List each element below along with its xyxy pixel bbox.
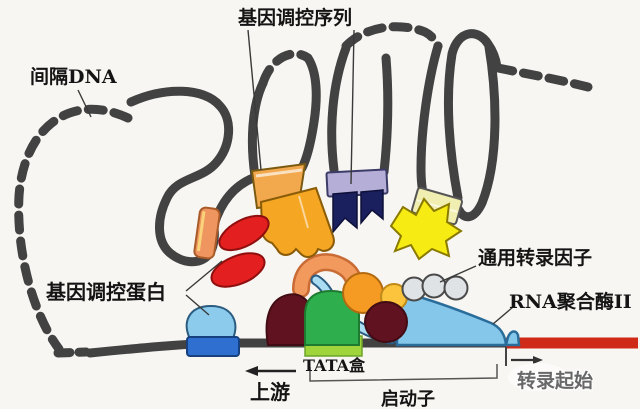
label-gene-regulatory-sequence: 基因调控序列	[237, 6, 352, 29]
regulatory-sequence-band-blue	[186, 336, 240, 357]
dna-loop2-dashed-arch	[341, 22, 443, 51]
upstream-arrowhead-left	[245, 366, 258, 376]
regulatory-protein-navy-ribbon-right	[360, 189, 384, 226]
pointer-polymerase	[492, 306, 514, 325]
pointer-regulatory-protein-down	[185, 294, 210, 316]
band-stripe	[255, 168, 303, 178]
band-stripe	[196, 211, 206, 252]
regulatory-protein-blue-mushroom	[185, 304, 237, 343]
spacer-dna-dashed-loop-left	[14, 104, 133, 354]
label-tata-box: TATA盒	[303, 356, 366, 375]
pointer-regulatory-sequence-right	[350, 29, 355, 185]
label-upstream: 上游	[250, 380, 290, 404]
dna-loop3-right-arm-down	[454, 42, 500, 222]
pointer-regulatory-sequence-left	[247, 29, 262, 171]
pointer-spacer-dna	[77, 89, 92, 118]
regulatory-protein-orange-fan	[259, 186, 335, 258]
basal-factor-maroon-right	[364, 301, 408, 343]
regulatory-protein-red-lobe-1	[218, 214, 270, 252]
regulatory-protein-red-lobe-2	[210, 252, 266, 288]
label-promoter: 启动子	[381, 388, 435, 409]
regulatory-sequence-band-salmon	[193, 206, 221, 260]
pointer-lines	[77, 29, 514, 325]
gtf-circle-3	[443, 275, 469, 301]
regulatory-protein-yellow-star	[389, 197, 463, 261]
dna-loop1-right-arm	[297, 53, 321, 173]
gtf-circle-2	[421, 273, 447, 299]
label-spacer-dna: 间隔DNA	[30, 66, 117, 88]
orange-fan-slit	[298, 195, 309, 229]
dna-loop2-right-arm	[379, 53, 393, 177]
watermark-smudge	[508, 363, 568, 391]
dna-loop1-left-arm	[247, 78, 268, 181]
dna-loop1-dashed-arch	[258, 49, 313, 88]
pointer-gtf	[439, 265, 477, 283]
label-gene-regulatory-protein: 基因调控蛋白	[46, 280, 166, 304]
dna-loop2-left-arm	[327, 43, 351, 175]
promoter-bracket	[309, 364, 498, 382]
regulatory-protein-navy-ribbon-left	[332, 191, 358, 235]
label-transcription-start: 转录起始	[517, 369, 593, 392]
spacer-dna-dash-bottom	[53, 347, 91, 358]
general-transcription-factor-circles	[401, 273, 469, 302]
label-general-transcription-factors: 通用转录因子	[478, 246, 592, 269]
transcription-start-arrowhead	[533, 356, 543, 364]
dna-strands	[14, 22, 593, 358]
pointer-regulatory-protein-up	[185, 260, 223, 292]
dna-dashed-tail-topright	[493, 63, 593, 92]
label-rna-polymerase-ii: RNA聚合酶II	[509, 290, 632, 313]
regulatory-sequence-band-salmon-group	[193, 206, 221, 260]
